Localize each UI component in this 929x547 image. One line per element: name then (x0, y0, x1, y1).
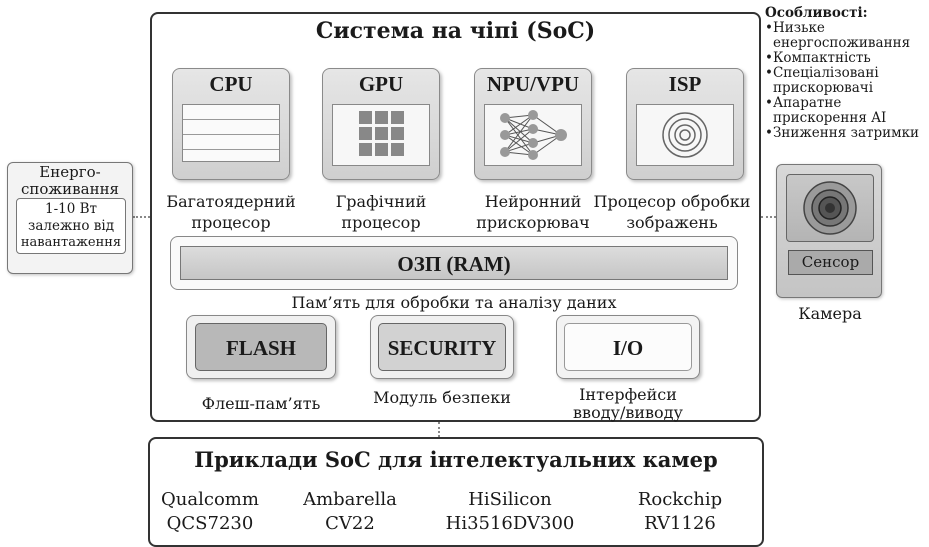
camera-caption: Камера (798, 304, 862, 323)
feature-item: •Компактність (765, 50, 871, 66)
power-connector (133, 216, 150, 218)
io-label: I/O (564, 323, 692, 371)
cpu-caption-2: процесор (191, 213, 271, 232)
cpu-title: CPU (209, 72, 253, 96)
soc-title: Система на чіпі (SoC) (315, 18, 596, 44)
power-title-2: споживання (20, 180, 120, 198)
example-model: Hi3516DV300 (445, 513, 575, 534)
security-caption: Модуль безпеки (373, 388, 511, 407)
examples-connector (438, 422, 440, 437)
gpu-caption-1: Графічний (335, 192, 427, 211)
gpu-grid-icon (332, 104, 430, 166)
feature-item: •Зниження затримки (765, 125, 920, 141)
camera-connector (761, 216, 776, 218)
power-value-2: залежно від (27, 218, 115, 234)
features-title: Особливості: (765, 5, 868, 21)
ram-caption: Пам’ять для обробки та аналізу даних (291, 293, 617, 312)
gpu-caption-2: процесор (341, 213, 421, 232)
io-caption-2: вводу/виводу (573, 403, 683, 422)
cpu-cores-icon (182, 104, 280, 162)
npu-caption-1: Нейронний (484, 192, 582, 211)
camera-lens-icon (803, 181, 857, 235)
power-value-1: 1-10 Вт (44, 201, 97, 217)
isp-caption-1: Процесор обробки (593, 192, 751, 211)
flash-caption: Флеш-пам’ять (201, 394, 321, 413)
npu-caption-2: прискорювач (476, 213, 590, 232)
npu-title: NPU/VPU (486, 72, 580, 96)
security-label: SECURITY (378, 323, 506, 371)
power-title-1: Енерго- (39, 163, 101, 181)
io-caption-1: Інтерфейси (579, 385, 677, 404)
isp-caption-2: зображень (626, 213, 718, 232)
flash-label: FLASH (195, 323, 327, 371)
example-vendor: Qualcomm (161, 489, 259, 510)
example-vendor: Rockchip (637, 489, 723, 510)
power-value-box (16, 198, 126, 254)
example-model: CV22 (325, 513, 375, 534)
power-value-3: навантаження (20, 235, 122, 250)
examples-box (148, 437, 764, 547)
ram-label: ОЗП (RAM) (180, 246, 728, 280)
examples-title: Приклади SoC для інтелектуальних камер (194, 447, 718, 472)
gpu-title: GPU (358, 72, 404, 96)
example-model: RV1126 (644, 513, 716, 534)
cpu-caption-1: Багатоядерний (166, 192, 296, 211)
example-vendor: Ambarella (303, 489, 397, 510)
example-model: QCS7230 (166, 513, 254, 534)
sensor-label: Сенсор (788, 250, 873, 275)
isp-title: ISP (668, 72, 702, 96)
example-vendor: HiSilicon (468, 489, 552, 510)
lens-icon (636, 104, 734, 166)
neural-network-icon (484, 104, 582, 166)
